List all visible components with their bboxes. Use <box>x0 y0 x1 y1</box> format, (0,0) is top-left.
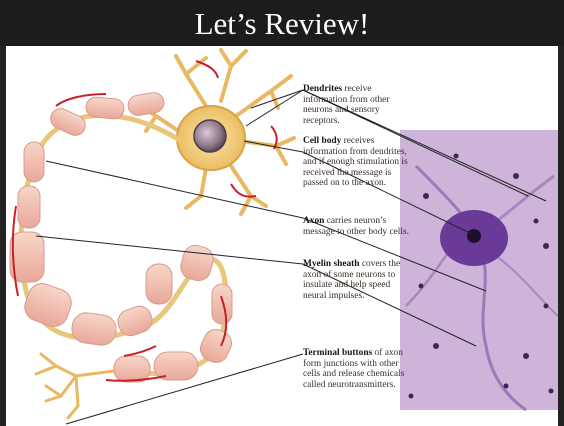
label-dendrites-term: Dendrites <box>303 84 342 94</box>
label-cell-body: Cell body receives information from dend… <box>303 136 411 189</box>
label-terminal-term: Terminal buttons <box>303 348 372 358</box>
slide-title: Let’s Review! <box>0 6 564 42</box>
label-dendrites: Dendrites receive information from other… <box>303 84 411 126</box>
terminal-buttons <box>36 354 114 418</box>
label-axon: Axon carries neuron’s message to other b… <box>303 216 411 237</box>
neuron-illustration <box>6 46 558 426</box>
nucleus <box>194 120 226 152</box>
label-myelin-sheath: Myelin sheath covers the axon of some ne… <box>303 259 411 301</box>
title-bar: Let’s Review! <box>0 0 564 46</box>
micrograph-image <box>400 130 558 410</box>
diagram-panel: Dendrites receive information from other… <box>6 46 558 426</box>
label-cell-body-term: Cell body <box>303 136 341 146</box>
label-myelin-term: Myelin sheath <box>303 259 360 269</box>
label-axon-term: Axon <box>303 216 324 226</box>
label-terminal-buttons: Terminal buttons of axon form junctions … <box>303 348 411 390</box>
